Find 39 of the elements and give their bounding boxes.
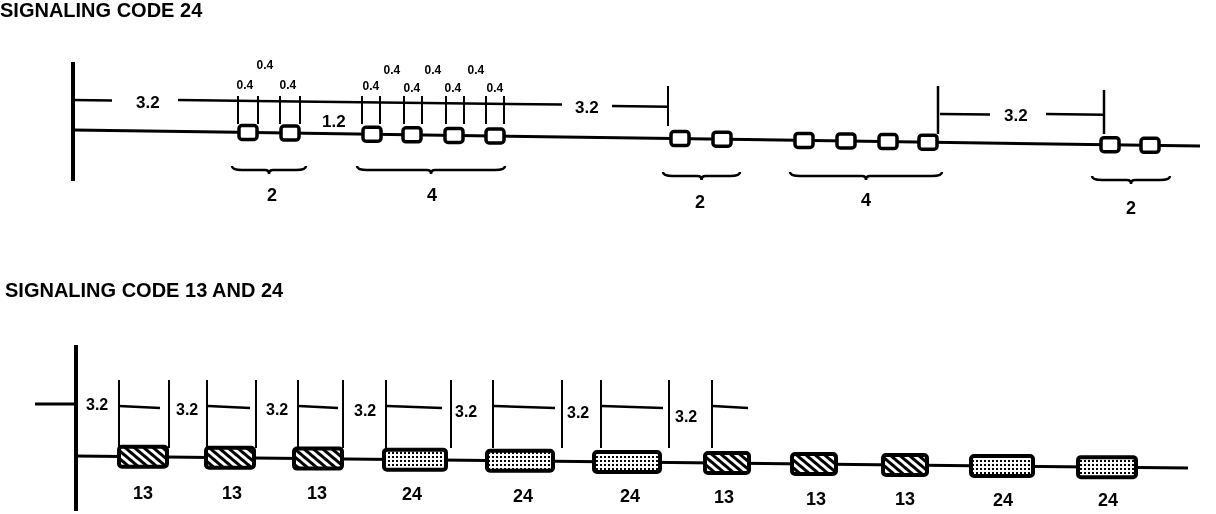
dimension-label: 0.4 (361, 80, 381, 92)
count-label: 4 (426, 186, 438, 204)
code-label: 13 (805, 490, 828, 508)
dimension-label: 0.4 (402, 82, 422, 94)
dimension-label: 3.2 (175, 402, 200, 418)
code-label: 13 (713, 488, 736, 506)
dimension-label: 0.4 (278, 79, 298, 91)
dimension-label: 0.4 (423, 64, 443, 76)
dimension-label: 0.4 (382, 64, 402, 76)
code-label: 24 (512, 487, 535, 505)
dimension-label: 3.2 (265, 402, 290, 418)
code-label: 13 (132, 484, 155, 502)
dimension-label: 3.2 (674, 409, 699, 425)
dimension-label: 3.2 (566, 405, 591, 421)
code-label: 24 (1097, 491, 1120, 509)
code-label: 13 (221, 484, 244, 502)
count-label: 2 (694, 193, 706, 211)
dimension-label: 1.2 (321, 112, 347, 130)
code-label: 24 (401, 485, 424, 503)
dimension-label: 0.4 (235, 79, 255, 91)
section-heading: SIGNALING CODE 24 (0, 0, 203, 20)
count-label: 4 (860, 191, 872, 209)
dimension-label: 3.2 (574, 98, 600, 116)
code-label: 13 (894, 490, 917, 508)
code-label: 24 (992, 491, 1015, 509)
count-label: 2 (1125, 199, 1137, 217)
dimension-label: 3.2 (353, 403, 378, 419)
code-label: 24 (619, 487, 642, 505)
dimension-label: 3.2 (1003, 106, 1029, 124)
dimension-label: 0.4 (443, 82, 463, 94)
dimension-label: 3.2 (85, 397, 110, 413)
code-label: 13 (306, 484, 329, 502)
dimension-label: 0.4 (485, 82, 505, 94)
dimension-label: 0.4 (466, 64, 486, 76)
dimension-label: 3.2 (454, 404, 479, 420)
dimension-label: 3.2 (135, 93, 161, 111)
dimension-label: 0.4 (255, 59, 275, 71)
section-heading: SIGNALING CODE 13 AND 24 (5, 280, 284, 300)
count-label: 2 (266, 186, 278, 204)
